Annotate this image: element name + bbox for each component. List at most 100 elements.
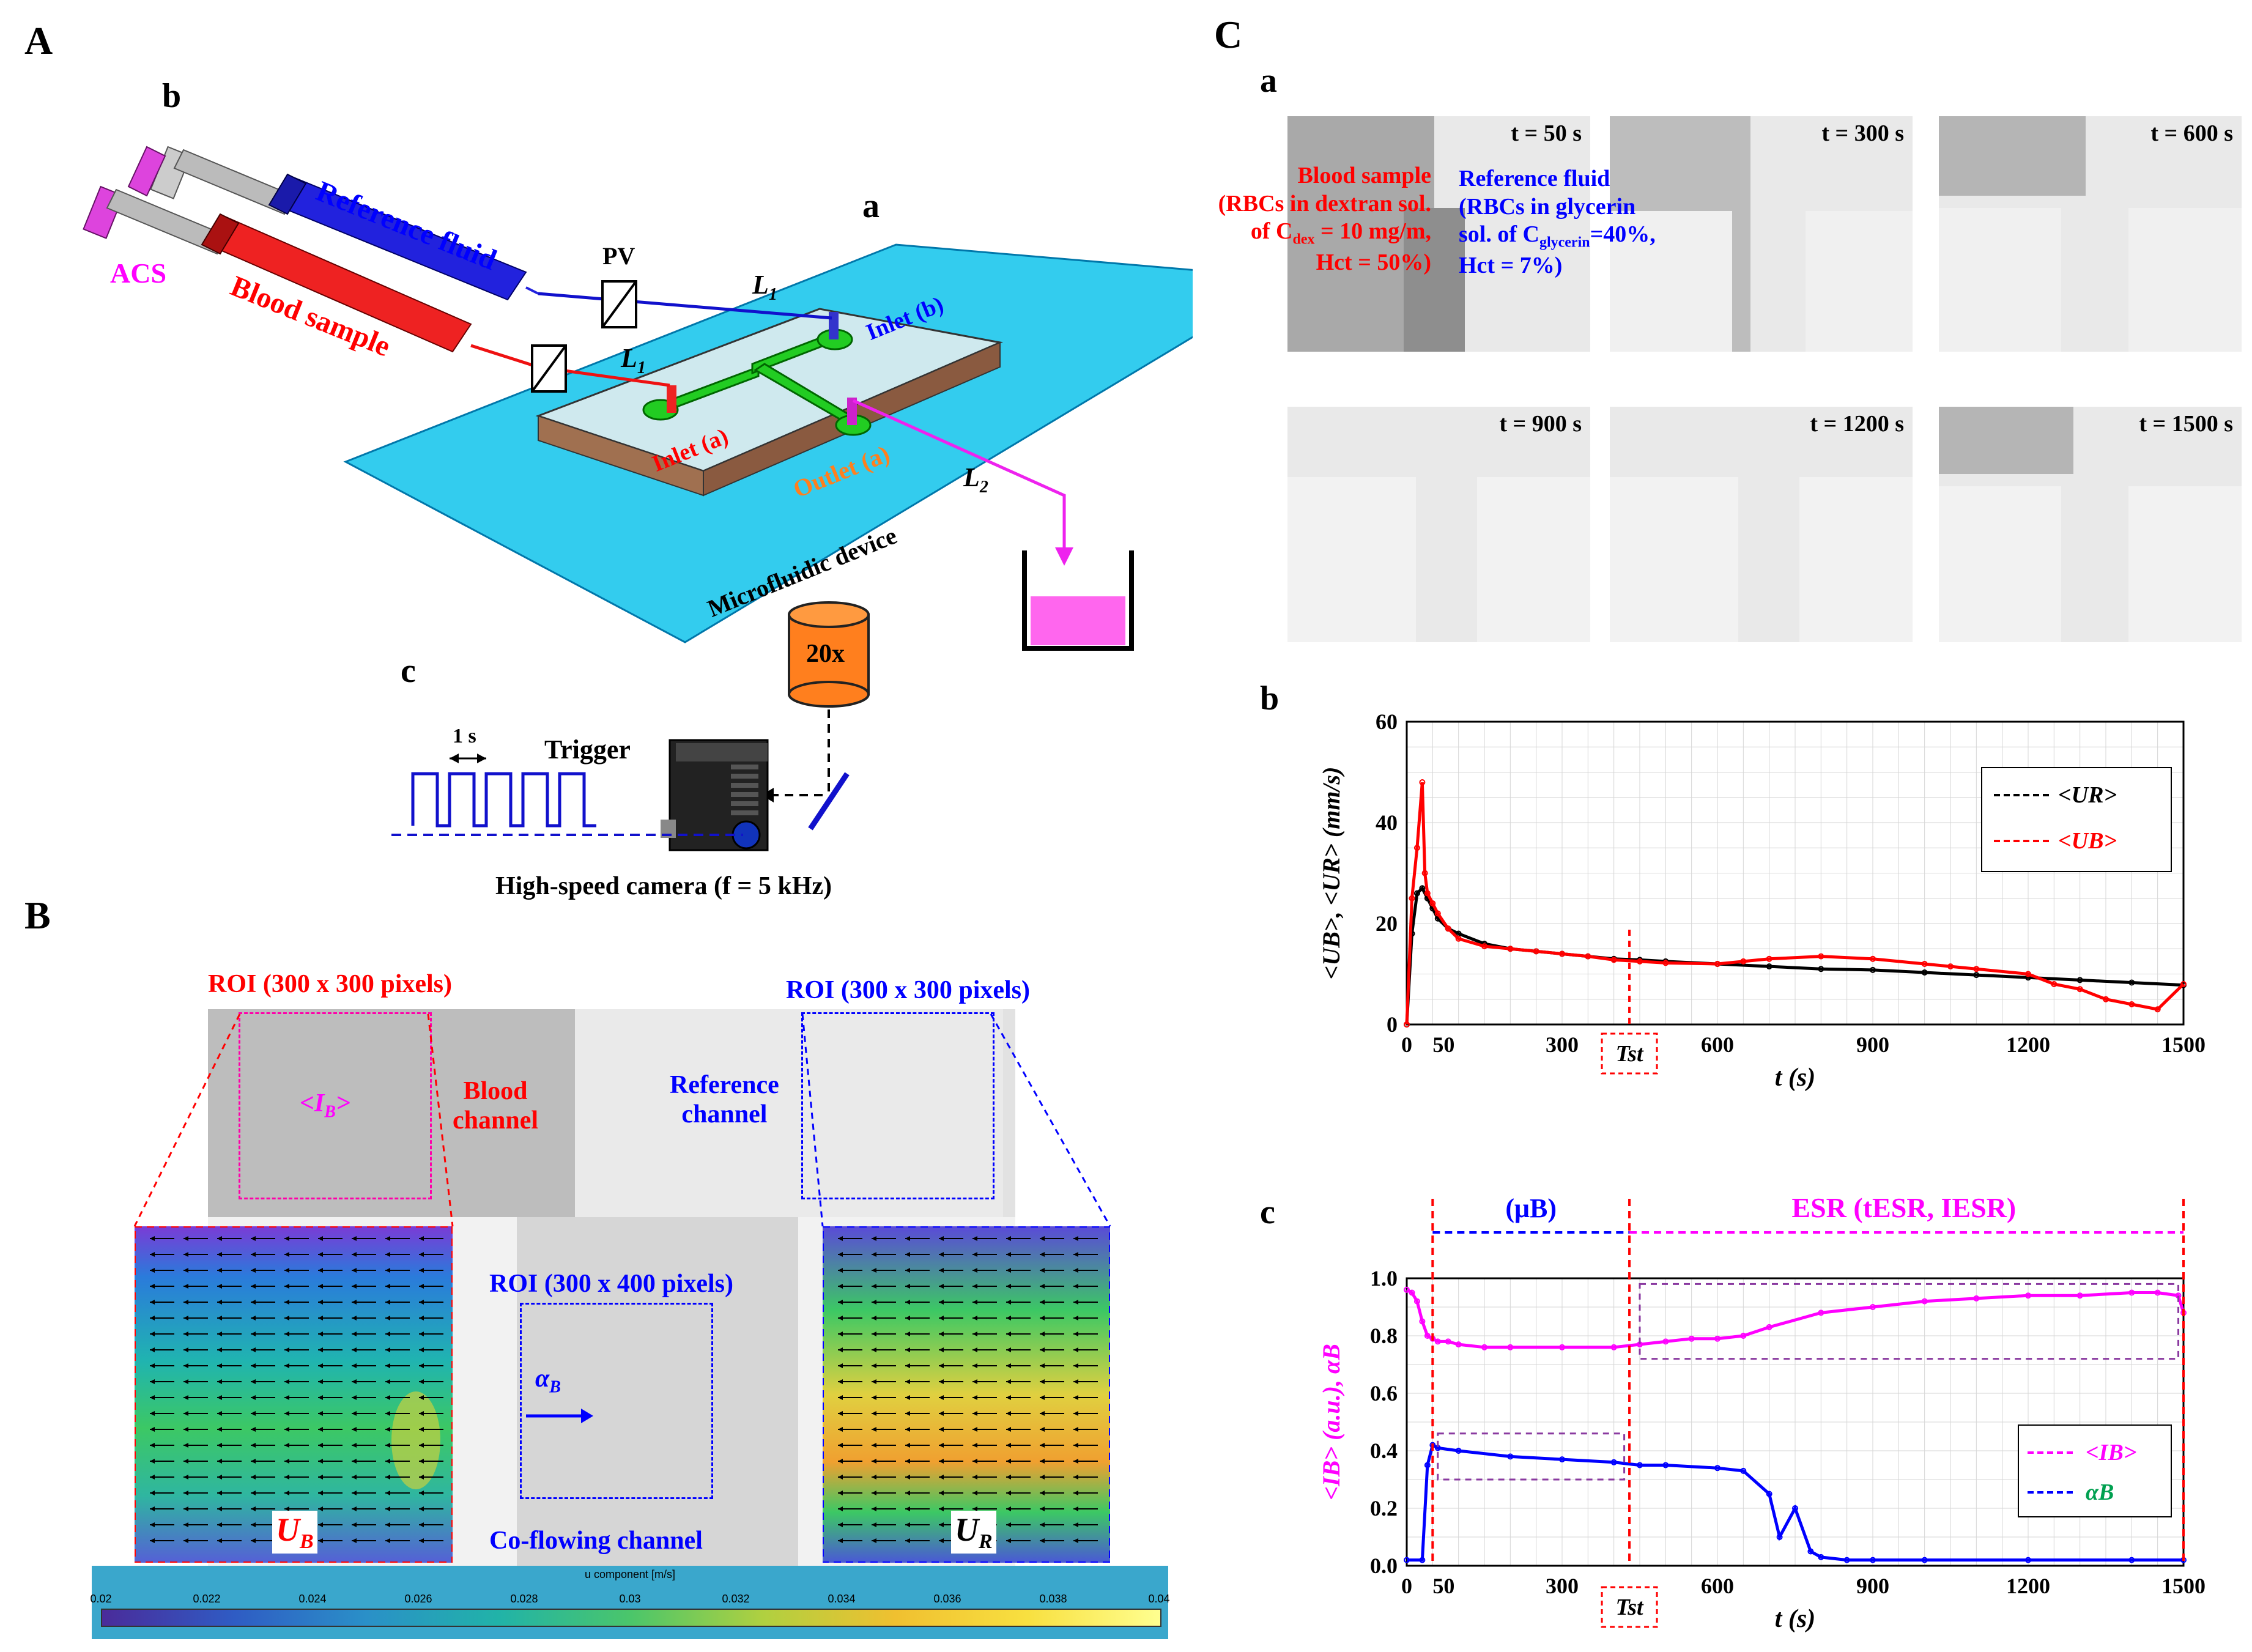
velocity-vector-head bbox=[872, 1316, 876, 1320]
velocity-vector-head bbox=[939, 1347, 944, 1352]
velocity-vector-head bbox=[217, 1316, 222, 1320]
velocity-vector-head bbox=[318, 1284, 323, 1289]
velocity-vector-head bbox=[905, 1443, 910, 1448]
data-point bbox=[1870, 1557, 1876, 1563]
data-point bbox=[1637, 958, 1643, 965]
data-point bbox=[1559, 1344, 1565, 1350]
viscosity-window-box bbox=[1437, 1432, 1626, 1481]
data-point bbox=[1404, 1557, 1410, 1563]
velocity-vector-head bbox=[217, 1332, 222, 1336]
data-point bbox=[2128, 979, 2135, 986]
data-point bbox=[1776, 1534, 1783, 1540]
velocity-vector-head bbox=[385, 1475, 390, 1480]
velocity-vector-head bbox=[872, 1443, 876, 1448]
velocity-vector-head bbox=[905, 1284, 910, 1289]
velocity-vector-head bbox=[972, 1284, 977, 1289]
data-point bbox=[1404, 1286, 1410, 1293]
velocity-vector-head bbox=[284, 1236, 289, 1241]
trigger-waveform bbox=[411, 772, 596, 828]
data-point bbox=[2154, 1006, 2161, 1013]
data-point bbox=[1424, 890, 1431, 897]
data-point bbox=[1714, 1335, 1720, 1342]
tst-marker-label: Tst bbox=[1616, 1595, 1645, 1620]
velocity-vector-head bbox=[939, 1379, 944, 1384]
velocity-vector-head bbox=[1006, 1491, 1011, 1495]
velocity-vector-head bbox=[150, 1236, 155, 1241]
micrograph-t900: t = 900 s bbox=[1287, 407, 1590, 642]
velocity-vector-head bbox=[385, 1347, 390, 1352]
velocity-vector-head bbox=[905, 1459, 910, 1464]
x-tick-label: 300 bbox=[1546, 1032, 1579, 1057]
data-point bbox=[1409, 1289, 1415, 1296]
velocity-vector-head bbox=[150, 1427, 155, 1432]
y-tick-label: 0.4 bbox=[1370, 1439, 1398, 1463]
velocity-vector-head bbox=[838, 1252, 843, 1257]
velocity-vector-head bbox=[183, 1395, 188, 1400]
velocity-vector-head bbox=[352, 1379, 357, 1384]
velocity-vector-head bbox=[183, 1459, 188, 1464]
velocity-vector-head bbox=[352, 1284, 357, 1289]
velocity-vector-head bbox=[150, 1363, 155, 1368]
velocity-vector-head bbox=[1006, 1252, 1011, 1257]
velocity-vector-head bbox=[318, 1538, 323, 1543]
roi-reference-label: ROI (300 x 300 pixels) bbox=[786, 976, 1030, 1004]
data-point bbox=[1429, 900, 1436, 906]
velocity-vector-head bbox=[352, 1538, 357, 1543]
x-tick-label: 600 bbox=[1701, 1574, 1734, 1598]
ub-label: UB bbox=[272, 1511, 317, 1554]
data-point bbox=[1662, 1338, 1669, 1345]
velocity-vector-head bbox=[217, 1395, 222, 1400]
colorbar-tick-label: 0.03 bbox=[619, 1593, 641, 1605]
velocity-vector-head bbox=[905, 1316, 910, 1320]
objective-lens-icon bbox=[788, 601, 870, 708]
velocity-vector-head bbox=[385, 1316, 390, 1320]
piv-field-UR bbox=[823, 1226, 1110, 1563]
velocity-vector-head bbox=[217, 1236, 222, 1241]
velocity-vector-head bbox=[284, 1332, 289, 1336]
panel-label-A-c: c bbox=[401, 652, 416, 690]
data-point bbox=[1818, 966, 1824, 972]
velocity-vector-head bbox=[838, 1347, 843, 1352]
velocity-vector-head bbox=[385, 1491, 390, 1495]
x-tick-label: 1200 bbox=[2006, 1032, 2050, 1057]
velocity-vector-head bbox=[352, 1268, 357, 1273]
velocity-vector-head bbox=[419, 1332, 424, 1336]
velocity-vector-head bbox=[1040, 1300, 1045, 1305]
velocity-vector-head bbox=[251, 1491, 256, 1495]
velocity-vector-head bbox=[1073, 1268, 1078, 1273]
velocity-vector-head bbox=[284, 1363, 289, 1368]
velocity-vector-head bbox=[352, 1459, 357, 1464]
blood-channel-region bbox=[208, 1009, 575, 1217]
panel-label-C: C bbox=[1214, 13, 1243, 56]
data-point bbox=[2180, 981, 2187, 987]
velocity-vector-head bbox=[352, 1506, 357, 1511]
velocity-vector-head bbox=[1040, 1411, 1045, 1416]
velocity-vector-head bbox=[385, 1427, 390, 1432]
data-point bbox=[2128, 1001, 2135, 1007]
velocity-vector-head bbox=[183, 1300, 188, 1305]
velocity-vector-head bbox=[217, 1491, 222, 1495]
velocity-vector-head bbox=[419, 1427, 424, 1432]
velocity-vector-head bbox=[150, 1522, 155, 1527]
velocity-vector-head bbox=[318, 1268, 323, 1273]
velocity-vector-head bbox=[872, 1491, 876, 1495]
colorbar-tick-label: 0.034 bbox=[828, 1593, 856, 1605]
data-point bbox=[1409, 895, 1415, 902]
velocity-vector-head bbox=[318, 1411, 323, 1416]
reference-syringe bbox=[150, 146, 539, 301]
velocity-vector-head bbox=[150, 1332, 155, 1336]
velocity-vector-head bbox=[939, 1506, 944, 1511]
velocity-vector-head bbox=[150, 1475, 155, 1480]
piv-field-UB bbox=[135, 1226, 453, 1563]
velocity-vector-head bbox=[352, 1395, 357, 1400]
velocity-vector-head bbox=[1073, 1347, 1078, 1352]
colorbar-tick-label: 0.036 bbox=[933, 1593, 961, 1605]
velocity-vector-head bbox=[183, 1316, 188, 1320]
velocity-vector-head bbox=[385, 1522, 390, 1527]
velocity-vector-head bbox=[1073, 1395, 1078, 1400]
panel-label-A-a: a bbox=[862, 187, 880, 225]
outlet-tube bbox=[852, 399, 1066, 554]
legend-label: αB bbox=[2086, 1480, 2114, 1505]
